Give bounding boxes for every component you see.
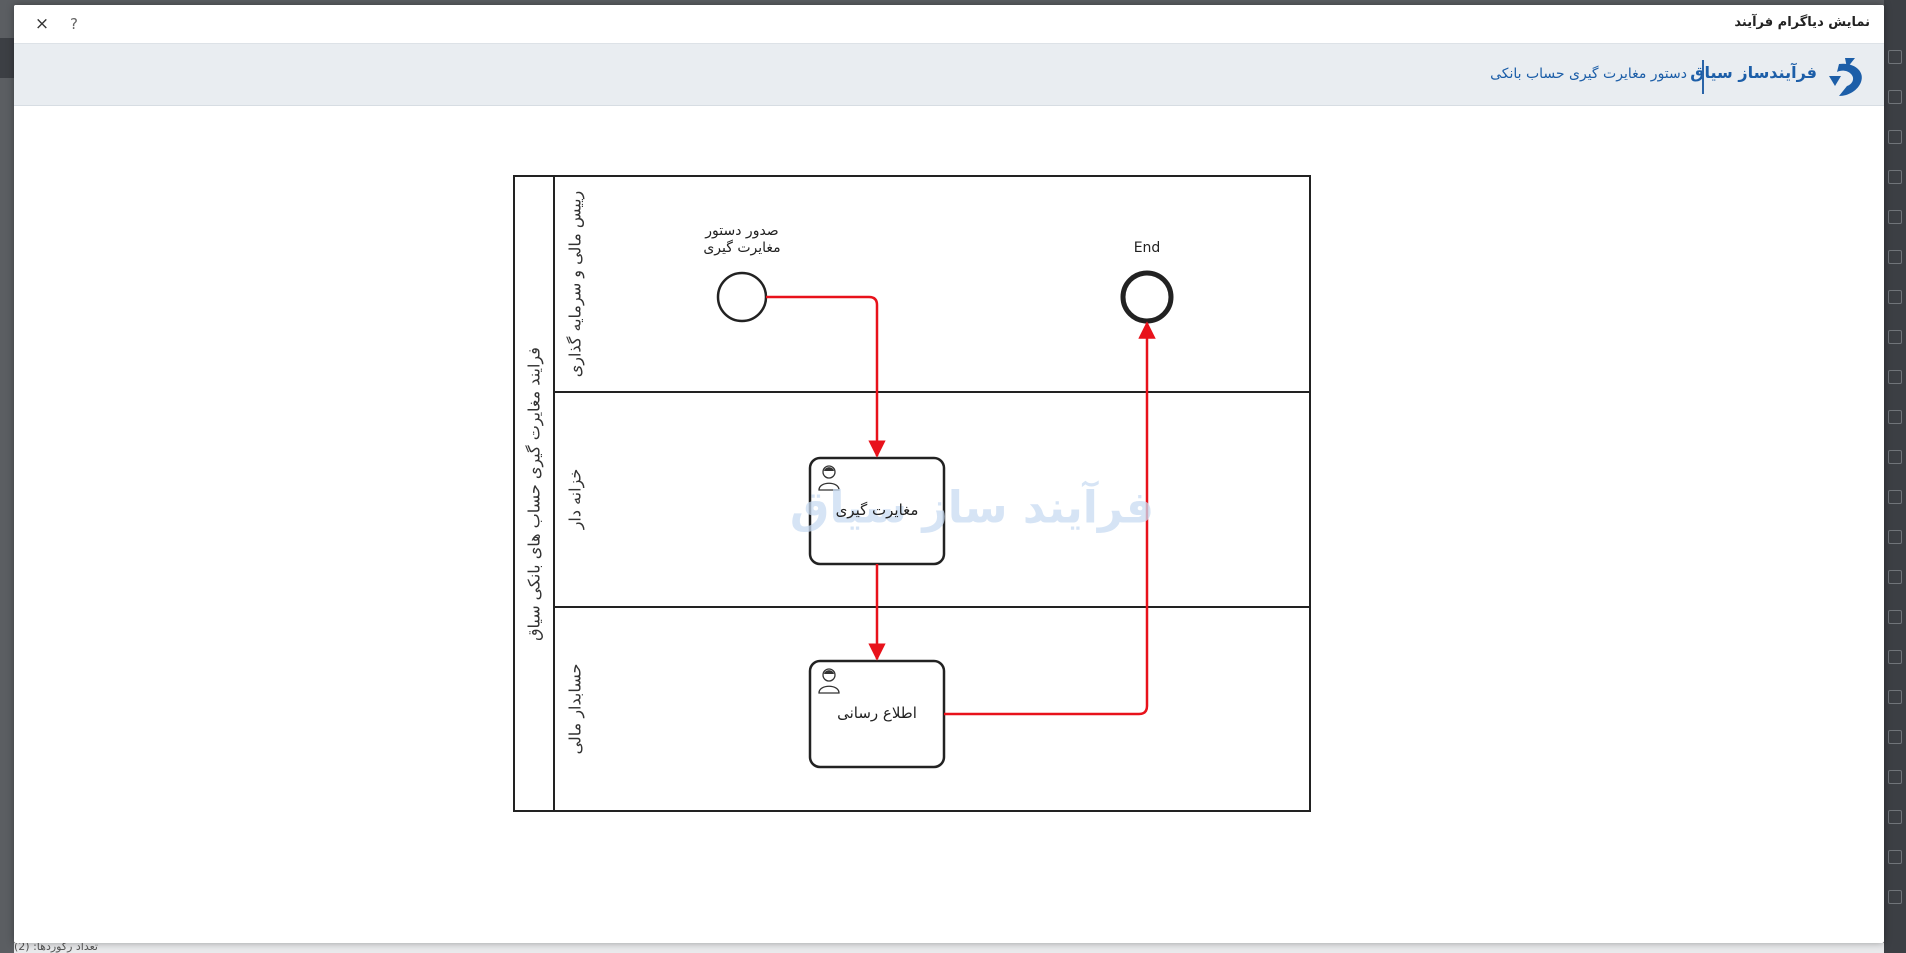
diagram-canvas: فرآیند ساز سیاق فرایند مغایرت گیری حساب … <box>14 106 1884 943</box>
diagram-header: فرآیندساز سیاق دستور مغایرت گیری حساب با… <box>14 44 1884 106</box>
diagram-modal: نمایش دیاگرام فرآیند × ? فرآیندساز سیاق … <box>14 5 1884 943</box>
user-task-icon <box>818 465 840 491</box>
start-event[interactable] <box>716 271 768 323</box>
background-icon <box>1888 890 1902 904</box>
background-icon <box>1888 690 1902 704</box>
modal-titlebar: نمایش دیاگرام فرآیند × ? <box>14 5 1884 44</box>
modal-title: نمایش دیاگرام فرآیند <box>1734 15 1870 30</box>
background-icon <box>1888 210 1902 224</box>
background-icon <box>1888 50 1902 64</box>
process-name: دستور مغایرت گیری حساب بانکی <box>1490 66 1687 82</box>
background-icon <box>1888 130 1902 144</box>
start-event-label: صدور دستور مغایرت گیری <box>703 223 780 257</box>
close-button[interactable]: × <box>34 14 50 34</box>
lane-label: خزانه دار <box>565 468 585 530</box>
end-event-label: End <box>1133 240 1161 256</box>
background-icon <box>1888 330 1902 344</box>
background-icon <box>1888 410 1902 424</box>
background-icon <box>1888 530 1902 544</box>
brand-name: فرآیندساز سیاق <box>1690 63 1817 82</box>
background-sidebar-left <box>0 38 14 78</box>
background-icon <box>1888 170 1902 184</box>
background-icon <box>1888 370 1902 384</box>
sequence-flow[interactable] <box>944 321 1156 716</box>
siyagh-logo-icon <box>1829 58 1862 96</box>
background-icon <box>1888 290 1902 304</box>
background-icon <box>1888 250 1902 264</box>
background-icon <box>1888 450 1902 464</box>
start-event-label-line: مغایرت گیری <box>703 240 781 256</box>
background-icon <box>1888 570 1902 584</box>
bpmn-diagram <box>513 175 1311 812</box>
start-event-label-line: صدور دستور <box>705 223 779 239</box>
background-icon <box>1888 650 1902 664</box>
background-icon <box>1888 90 1902 104</box>
header-divider <box>1702 60 1704 94</box>
background-icon <box>1888 610 1902 624</box>
lane-label: رییس مالی و سرمایه گذاری <box>565 190 585 378</box>
background-icon <box>1888 850 1902 864</box>
sequence-flow[interactable] <box>766 295 886 458</box>
background-icon <box>1888 730 1902 744</box>
task-label: مغایرت گیری <box>835 501 919 519</box>
task-label: اطلاع رسانی <box>837 704 917 722</box>
background-sidebar-right <box>1884 0 1906 953</box>
background-icon <box>1888 810 1902 824</box>
background-icon <box>1888 770 1902 784</box>
user-task-icon <box>818 668 840 694</box>
pool <box>513 175 1311 812</box>
background-icon <box>1888 490 1902 504</box>
background-record-count: تعداد رکوردها: (2) <box>14 940 98 953</box>
background-footer <box>14 943 1884 953</box>
end-event[interactable] <box>1120 270 1174 324</box>
pool-label: فرایند مغایرت گیری حساب های بانکی سیاق <box>524 347 544 641</box>
help-button[interactable]: ? <box>70 15 78 33</box>
lane-label: حسابدار مالی <box>565 663 585 755</box>
